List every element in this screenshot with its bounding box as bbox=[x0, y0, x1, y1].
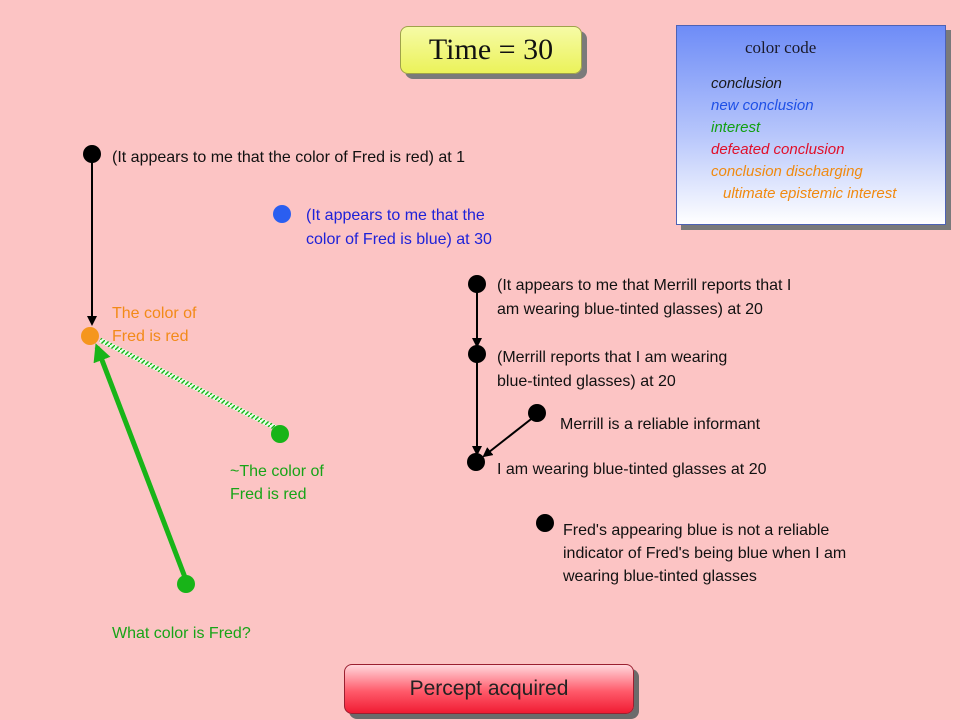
legend-item-defeated-conclusion: defeated conclusion bbox=[711, 141, 845, 158]
node-merrill-appears bbox=[468, 275, 486, 293]
edge-question-to-color-red bbox=[93, 343, 189, 581]
legend-item-new-conclusion: new conclusion bbox=[711, 97, 814, 114]
label-color-red-line2: Fred is red bbox=[112, 328, 189, 345]
node-appears-red bbox=[83, 145, 101, 163]
node-color-red bbox=[81, 327, 99, 345]
legend-item-conclusion-discharging: conclusion discharging bbox=[711, 163, 863, 180]
edge-informant-to-wearing bbox=[482, 415, 536, 458]
edge-interest-not-red-hatched bbox=[98, 337, 278, 431]
node-reliable-informant bbox=[528, 404, 546, 422]
label-appears-blue-line1: (It appears to me that the bbox=[306, 207, 485, 224]
legend-item-ultimate-interest: ultimate epistemic interest bbox=[723, 185, 897, 202]
node-not-red bbox=[271, 425, 289, 443]
label-not-red-line1: ~The color of bbox=[230, 463, 324, 480]
label-not-red-line2: Fred is red bbox=[230, 486, 307, 503]
label-merrill-appears-line1: (It appears to me that Merrill reports t… bbox=[497, 277, 792, 294]
label-undercutter-line2: indicator of Fred's being blue when I am bbox=[563, 545, 847, 562]
node-undercutter bbox=[536, 514, 554, 532]
label-undercutter-line3: wearing blue-tinted glasses bbox=[563, 568, 757, 585]
node-merrill-reports bbox=[468, 345, 486, 363]
label-appears-red: (It appears to me that the color of Fred… bbox=[112, 149, 466, 166]
label-wearing-glasses: I am wearing blue-tinted glasses at 20 bbox=[497, 461, 767, 478]
color-code-legend: color code conclusion new conclusion int… bbox=[676, 25, 946, 225]
label-merrill-appears-line2: am wearing blue-tinted glasses) at 20 bbox=[497, 301, 763, 318]
node-wearing-glasses bbox=[467, 453, 485, 471]
label-merrill-reports-line2: blue-tinted glasses) at 20 bbox=[497, 373, 676, 390]
label-merrill-reports-line1: (Merrill reports that I am wearing bbox=[497, 349, 728, 366]
node-appears-blue bbox=[273, 205, 291, 223]
label-reliable-informant: Merrill is a reliable informant bbox=[560, 416, 761, 433]
label-question: What color is Fred? bbox=[112, 625, 251, 642]
percept-acquired-button[interactable]: Percept acquired bbox=[344, 664, 634, 714]
time-label: Time = 30 bbox=[428, 33, 554, 66]
label-undercutter-line1: Fred's appearing blue is not a reliable bbox=[563, 522, 830, 539]
legend-item-interest: interest bbox=[711, 119, 761, 136]
percept-acquired-label: Percept acquired bbox=[409, 677, 569, 700]
node-question bbox=[177, 575, 195, 593]
legend-title: color code bbox=[745, 38, 817, 57]
legend-item-conclusion: conclusion bbox=[711, 75, 782, 92]
label-appears-blue-line2: color of Fred is blue) at 30 bbox=[306, 231, 492, 248]
label-color-red-line1: The color of bbox=[112, 305, 197, 322]
time-indicator: Time = 30 bbox=[400, 26, 582, 74]
